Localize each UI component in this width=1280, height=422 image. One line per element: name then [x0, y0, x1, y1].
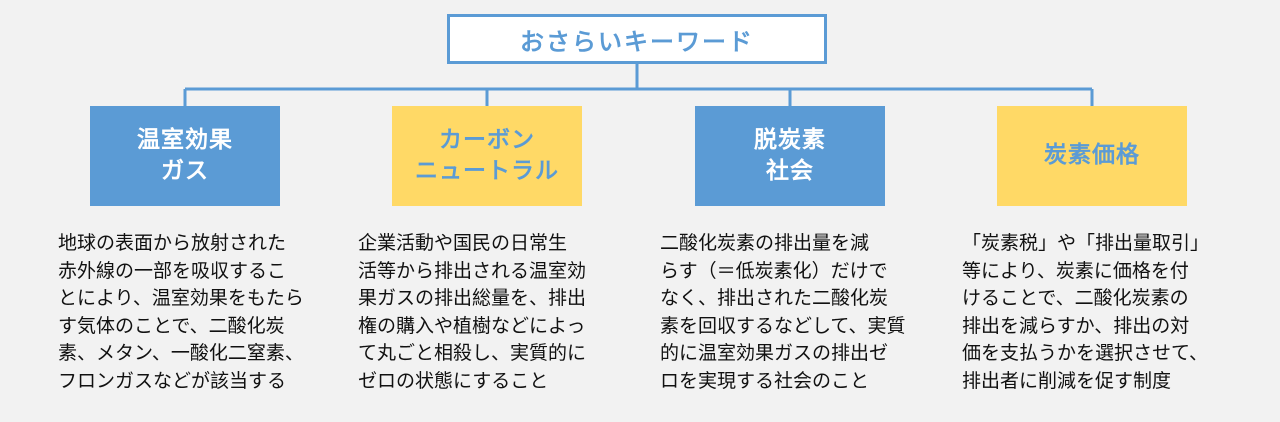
- keyword-description-carbon-neutral: 企業活動や国民の日常生 活等から排出される温室効 果ガスの排出総量を、排出 権の…: [358, 232, 587, 392]
- keyword-label: 脱炭素 社会: [754, 126, 826, 184]
- keyword-card-greenhouse-gas: 温室効果 ガス: [90, 106, 280, 206]
- keyword-card-carbon-pricing: 炭素価格: [997, 106, 1187, 206]
- keyword-label: カーボン ニュートラル: [415, 126, 559, 184]
- keyword-description-carbon-pricing: 「炭素税」や「排出量取引」 等により、炭素に価格を付 けることで、二酸化炭素の …: [962, 232, 1210, 392]
- keyword-label: 炭素価格: [1044, 142, 1140, 169]
- keyword-card-decarbonized-society: 脱炭素 社会: [695, 106, 885, 206]
- keyword-label: 温室効果 ガス: [137, 126, 233, 184]
- keyword-description-greenhouse-gas: 地球の表面から放射された 赤外線の一部を吸収するこ とにより、温室効果をもたら …: [58, 232, 304, 392]
- title-box: おさらいキーワード: [447, 14, 827, 64]
- title-text: おさらいキーワード: [520, 27, 754, 56]
- keyword-card-carbon-neutral: カーボン ニュートラル: [392, 106, 582, 206]
- keyword-description-decarbonized-society: 二酸化炭素の排出量を減 らす（＝低炭素化）だけで なく、排出された二酸化炭 素を…: [660, 232, 906, 392]
